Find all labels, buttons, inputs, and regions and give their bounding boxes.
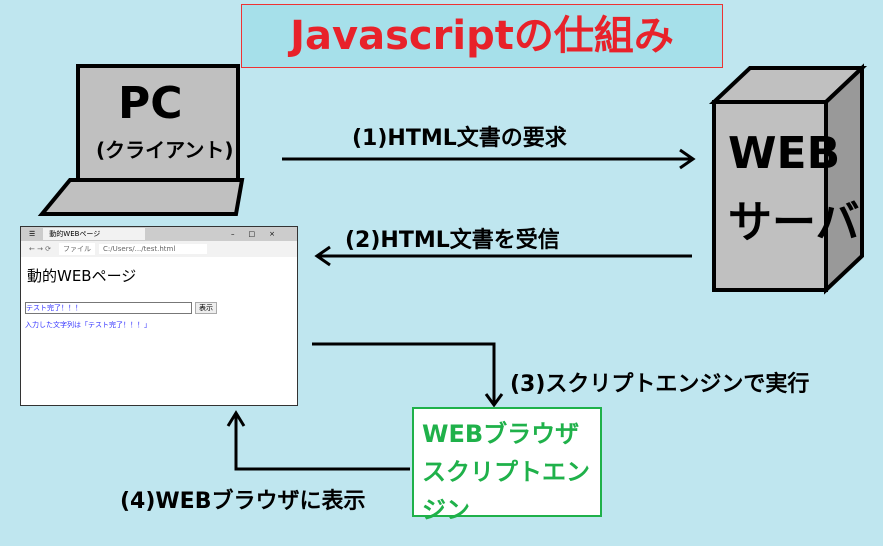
output-text: 入力した文字列は「テスト完了！！！」 (25, 321, 151, 329)
browser-tabbar: ☰ 動的WEBページ –□× (21, 227, 297, 241)
page-heading: 動的WEBページ (27, 267, 137, 285)
engine-line-2: スクリプトエンジン (422, 458, 590, 524)
arrow-display (226, 410, 410, 471)
arrow-receive (314, 245, 692, 267)
laptop-icon (37, 64, 245, 216)
step-4: (4)WEBブラウザに表示 (120, 489, 366, 514)
browser-addressbar: ← → ⟳ ファイル C:/Users/.../test.html (21, 241, 297, 257)
diagram-title: Javascriptの仕組み (241, 4, 723, 68)
text-input: テスト完了！！！ (25, 302, 192, 314)
show-button: 表示 (195, 302, 217, 314)
pc-sublabel: (クライアント) (96, 138, 234, 162)
engine-line-1: WEBブラウザ (422, 420, 580, 448)
step-1: (1)HTML文書の要求 (352, 126, 567, 151)
step-3: (3)スクリプトエンジンで実行 (510, 372, 810, 397)
address-field: C:/Users/.../test.html (99, 244, 208, 254)
browser-tab: 動的WEBページ (43, 228, 146, 240)
nav-icons: ← → ⟳ (29, 245, 52, 253)
server-label-1: WEB (728, 128, 841, 179)
menu-icon: ☰ (29, 230, 36, 238)
step-2: (2)HTML文書を受信 (345, 228, 560, 253)
server-label-2: サーバ (728, 197, 860, 248)
arrow-execute (312, 342, 504, 408)
server-icon (708, 63, 868, 295)
script-engine-box: WEBブラウザ スクリプトエンジン (412, 407, 602, 524)
pc-label: PC (118, 78, 183, 129)
browser-screenshot: ☰ 動的WEBページ –□× ← → ⟳ ファイル C:/Users/.../t… (20, 226, 298, 406)
window-controls: –□× (231, 230, 289, 238)
arrow-request (282, 148, 696, 170)
address-prefix: ファイル (59, 243, 96, 255)
